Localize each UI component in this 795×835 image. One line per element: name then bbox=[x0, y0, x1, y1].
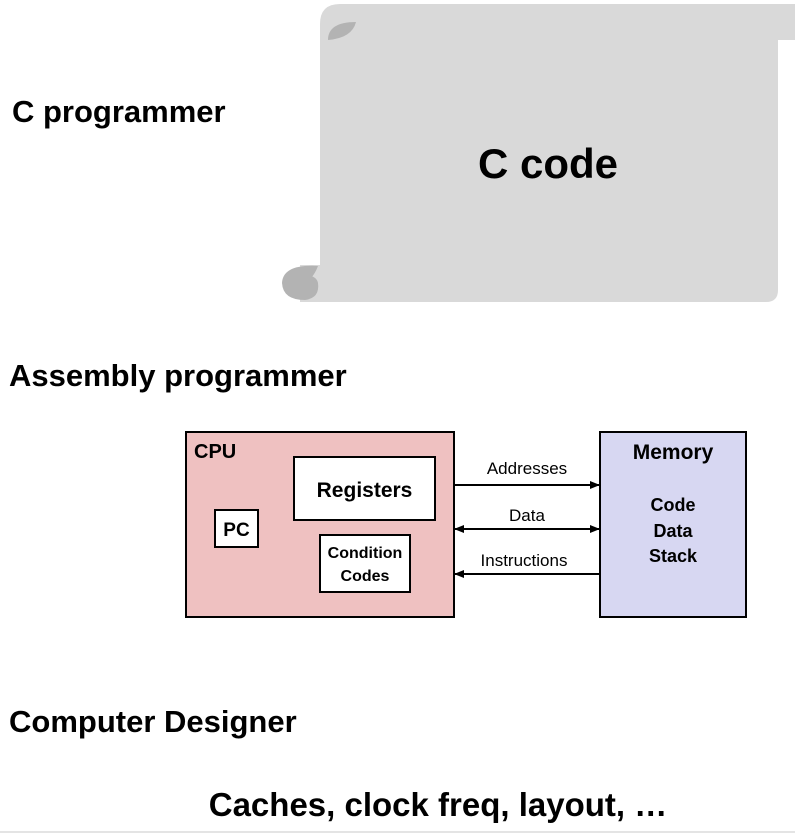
scroll-top-curl bbox=[328, 22, 356, 40]
scroll-bottom-curl bbox=[282, 265, 319, 300]
scroll-body bbox=[300, 4, 795, 302]
condition-codes-box: Condition Codes bbox=[319, 534, 411, 593]
condition-codes-line2: Codes bbox=[341, 568, 390, 585]
assembly-programmer-label: Assembly programmer bbox=[9, 358, 347, 393]
memory-title: Memory bbox=[633, 441, 714, 464]
registers-box: Registers bbox=[293, 456, 436, 521]
cpu-title: CPU bbox=[194, 441, 236, 463]
memory-item-code: Code bbox=[651, 495, 696, 515]
c-programmer-label: C programmer bbox=[12, 94, 226, 129]
data-bus: Data bbox=[454, 506, 600, 533]
memory-box: Memory Code Data Stack bbox=[599, 431, 747, 618]
computer-designer-detail: Caches, clock freq, layout, … bbox=[208, 786, 668, 823]
registers-label: Registers bbox=[317, 479, 413, 502]
addresses-label: Addresses bbox=[487, 459, 567, 478]
memory-item-stack: Stack bbox=[649, 546, 698, 566]
cpu-box: CPU Registers PC Condition Codes bbox=[185, 431, 455, 618]
computer-designer-label: Computer Designer bbox=[9, 704, 297, 739]
data-bus-label: Data bbox=[509, 506, 545, 525]
instructions-label: Instructions bbox=[481, 551, 568, 570]
condition-codes-line1: Condition bbox=[328, 545, 403, 562]
pc-box: PC bbox=[214, 509, 259, 548]
memory-item-data: Data bbox=[653, 521, 693, 541]
addresses-bus: Addresses bbox=[454, 459, 600, 489]
c-code-scroll: C code bbox=[282, 4, 795, 302]
pc-label: PC bbox=[223, 520, 250, 541]
instructions-bus: Instructions bbox=[454, 551, 600, 578]
scroll-text: C code bbox=[478, 140, 618, 187]
